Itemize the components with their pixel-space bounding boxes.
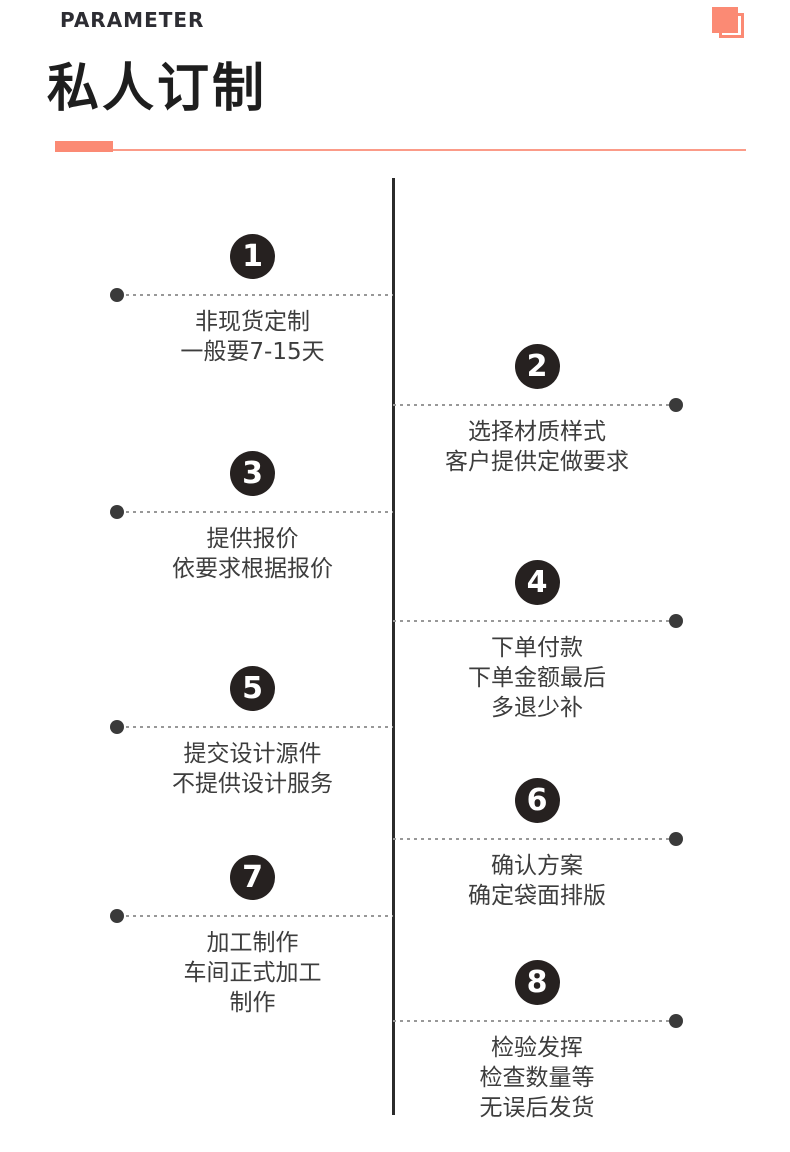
step-text-line: 提交设计源件 <box>183 741 322 767</box>
step-text-line: 加工制作 <box>206 930 299 956</box>
step-text-line: 多退少补 <box>491 695 583 721</box>
step-number-badge: 3 <box>230 451 275 496</box>
step-number-badge: 4 <box>514 560 560 605</box>
step-connector-line <box>110 909 393 923</box>
step-text: 提交设计源件 不提供设计服务 <box>172 739 333 799</box>
step-text-line: 制作 <box>229 990 276 1016</box>
overlapping-squares-icon <box>712 7 748 43</box>
connector-end-dot <box>110 505 124 519</box>
connector-end-dot <box>669 614 683 628</box>
step-number-badge: 2 <box>514 344 560 389</box>
step-connector-line <box>110 720 393 734</box>
step-connector-line <box>393 1014 683 1028</box>
title-underline-thin <box>55 149 746 151</box>
connector-end-dot <box>110 288 124 302</box>
timeline-step-3: 3 提供报价 依要求根据报价 <box>110 451 393 584</box>
step-text: 选择材质样式 客户提供定做要求 <box>445 417 629 477</box>
step-text-line: 检验发挥 <box>491 1035 583 1061</box>
step-text: 下单付款 下单金额最后 多退少补 <box>468 633 606 723</box>
step-connector-line <box>393 832 683 846</box>
step-text-line: 无误后发货 <box>479 1095 595 1121</box>
title-underline-accent <box>55 141 113 152</box>
section-eyebrow: PARAMETER <box>60 8 205 32</box>
connector-end-dot <box>110 909 124 923</box>
step-number-badge: 6 <box>514 778 560 823</box>
step-text-line: 下单付款 <box>491 635 583 661</box>
connector-end-dot <box>669 398 683 412</box>
step-text: 加工制作 车间正式加工 制作 <box>184 928 322 1018</box>
step-text-line: 依要求根据报价 <box>172 556 333 582</box>
step-text-line: 提供报价 <box>206 526 299 552</box>
step-number-badge: 7 <box>230 855 275 900</box>
step-number-badge: 8 <box>514 960 560 1005</box>
step-text-line: 确认方案 <box>491 853 583 879</box>
step-text-line: 一般要7-15天 <box>180 339 325 365</box>
step-text-line: 确定袋面排版 <box>468 883 606 909</box>
step-connector-line <box>393 614 683 628</box>
step-connector-line <box>110 505 393 519</box>
timeline-step-1: 1 非现货定制 一般要7-15天 <box>110 234 393 367</box>
step-text: 非现货定制 一般要7-15天 <box>180 307 324 367</box>
timeline-step-7: 7 加工制作 车间正式加工 制作 <box>110 855 393 1018</box>
step-connector-line <box>110 288 393 302</box>
step-text-line: 不提供设计服务 <box>172 771 333 797</box>
step-text-line: 下单金额最后 <box>468 665 606 691</box>
connector-end-dot <box>110 720 124 734</box>
step-text-line: 非现货定制 <box>194 309 310 335</box>
step-text: 确认方案 确定袋面排版 <box>468 851 606 911</box>
timeline-step-5: 5 提交设计源件 不提供设计服务 <box>110 666 393 799</box>
step-number-badge: 1 <box>230 234 275 279</box>
timeline-step-6: 6 确认方案 确定袋面排版 <box>393 778 683 911</box>
timeline-step-2: 2 选择材质样式 客户提供定做要求 <box>393 344 683 477</box>
connector-end-dot <box>669 832 683 846</box>
step-text: 提供报价 依要求根据报价 <box>172 524 333 584</box>
connector-end-dot <box>669 1014 683 1028</box>
square-fill <box>712 7 738 33</box>
timeline-step-4: 4 下单付款 下单金额最后 多退少补 <box>393 560 683 723</box>
step-connector-line <box>393 398 683 412</box>
step-text-line: 检查数量等 <box>479 1065 595 1091</box>
step-text-line: 选择材质样式 <box>468 419 606 445</box>
step-text: 检验发挥 检查数量等 无误后发货 <box>480 1033 595 1123</box>
step-text-line: 客户提供定做要求 <box>445 449 629 475</box>
step-number-badge: 5 <box>230 666 275 711</box>
timeline-step-8: 8 检验发挥 检查数量等 无误后发货 <box>393 960 683 1123</box>
step-text-line: 车间正式加工 <box>183 960 322 986</box>
section-title: 私人订制 <box>47 59 268 119</box>
timeline-center-line <box>392 178 395 1115</box>
